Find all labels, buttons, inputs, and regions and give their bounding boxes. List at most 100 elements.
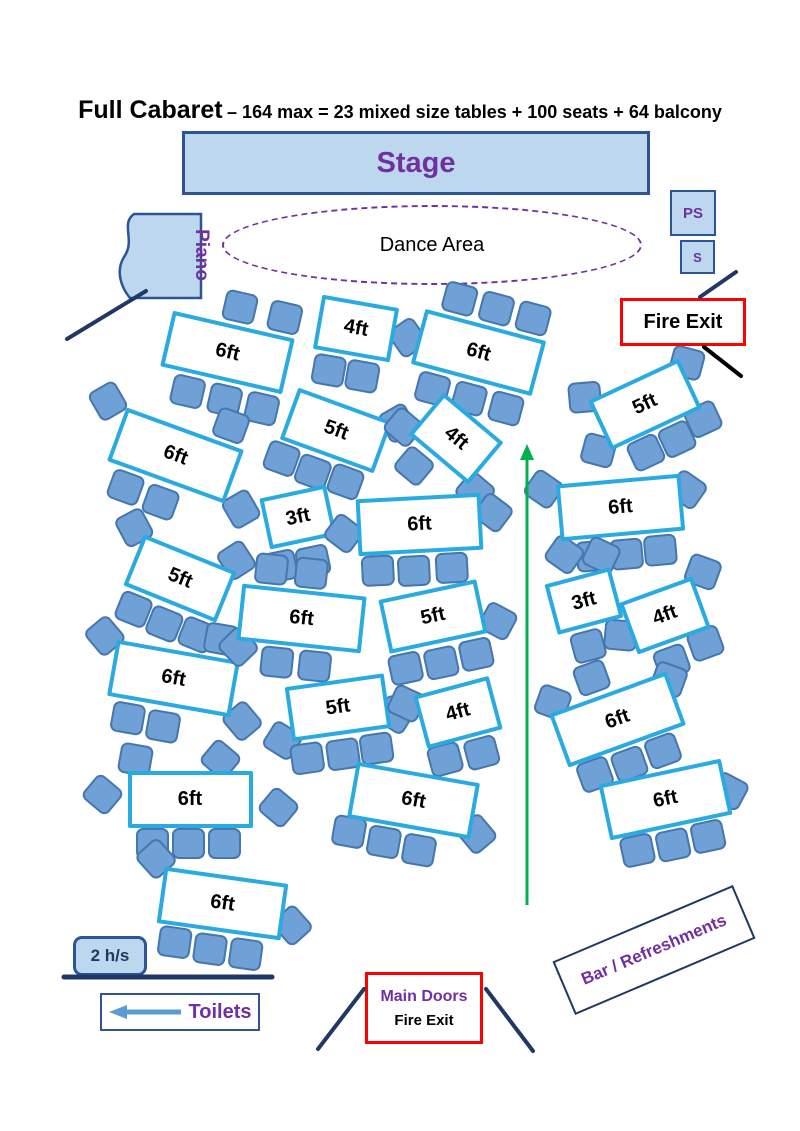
table-size-label: 5ft bbox=[320, 415, 352, 445]
chair bbox=[219, 287, 260, 326]
chair bbox=[364, 823, 403, 860]
chair bbox=[461, 733, 502, 772]
title-detail: – 164 max = 23 mixed size tables + 100 s… bbox=[227, 102, 722, 122]
table-group-3ft: 3ft bbox=[544, 534, 638, 665]
chair bbox=[191, 931, 229, 967]
main-doors-box: Main Doors Fire Exit bbox=[365, 972, 483, 1044]
table-size-label: 6ft bbox=[212, 338, 242, 365]
chair bbox=[264, 298, 304, 336]
chair bbox=[485, 388, 526, 428]
chair bbox=[357, 730, 395, 766]
chair bbox=[258, 644, 295, 679]
chair bbox=[399, 831, 438, 868]
table-size-label: 5ft bbox=[324, 693, 352, 720]
chair bbox=[439, 279, 480, 318]
table-group-6ft: 6ft bbox=[410, 279, 553, 428]
table-group-5ft: 5ft bbox=[111, 505, 258, 655]
table-size-label: 6ft bbox=[406, 511, 432, 536]
chair bbox=[421, 643, 461, 681]
chair bbox=[167, 372, 207, 410]
chair bbox=[296, 648, 333, 683]
chair bbox=[79, 771, 125, 817]
table-size-label: 6ft bbox=[208, 889, 236, 916]
table-group-6ft: 6ft bbox=[79, 736, 301, 859]
table-surface: 6ft bbox=[355, 492, 483, 556]
table-group-5ft: 5ft bbox=[378, 578, 520, 687]
chair bbox=[360, 553, 395, 587]
toilets-box: Toilets bbox=[100, 993, 260, 1031]
stage-label: Stage bbox=[376, 146, 456, 179]
speaker-s-label: S bbox=[693, 249, 702, 265]
table-group-6ft: 6ft bbox=[85, 378, 263, 531]
handicap-spaces-label: 2 h/s bbox=[90, 946, 130, 965]
speaker-s-box: S bbox=[680, 240, 715, 274]
table-group-6ft: 6ft bbox=[215, 551, 367, 683]
chair bbox=[567, 626, 608, 665]
table-size-label: 5ft bbox=[164, 562, 196, 593]
page-title: Full Cabaret – 164 max = 23 mixed size t… bbox=[0, 96, 800, 125]
chair bbox=[143, 707, 182, 745]
table-surface: 4ft bbox=[312, 294, 400, 362]
chair bbox=[434, 551, 469, 584]
table-size-label: 5ft bbox=[629, 388, 661, 419]
chair bbox=[155, 924, 193, 960]
table-size-label: 3ft bbox=[283, 503, 313, 530]
table-surface: 5ft bbox=[284, 672, 392, 742]
table-size-label: 6ft bbox=[177, 787, 203, 810]
toilets-label: Toilets bbox=[188, 1000, 252, 1023]
table-group-6ft: 6ft bbox=[329, 761, 499, 868]
table-group-4ft: 4ft bbox=[384, 675, 503, 779]
table-surface: 6ft bbox=[555, 473, 685, 541]
handicap-spaces-box: 2 h/s bbox=[73, 936, 147, 976]
table-size-label: 6ft bbox=[287, 605, 315, 630]
stage-area: Stage bbox=[182, 131, 650, 195]
chair bbox=[207, 827, 241, 859]
table-group-6ft: 6ft bbox=[531, 657, 690, 795]
chair bbox=[255, 784, 301, 830]
chair bbox=[385, 649, 425, 687]
table-size-label: 6ft bbox=[463, 337, 493, 366]
table-size-label: 4ft bbox=[649, 600, 681, 630]
table-size-label: 6ft bbox=[159, 664, 188, 691]
table-size-label: 5ft bbox=[418, 602, 448, 629]
chair bbox=[342, 357, 381, 394]
dance-area: Dance Area bbox=[222, 205, 642, 285]
table-size-label: 4ft bbox=[342, 314, 371, 341]
chair bbox=[396, 554, 431, 587]
chair bbox=[642, 532, 678, 567]
chair bbox=[309, 351, 348, 388]
speaker-ps-label: PS bbox=[682, 204, 703, 222]
table-size-label: 6ft bbox=[601, 704, 633, 734]
table-group-4ft: 4ft bbox=[309, 294, 430, 394]
table-size-label: 3ft bbox=[569, 586, 599, 615]
table-group-4ft: 4ft bbox=[618, 551, 726, 682]
table-size-label: 4ft bbox=[443, 697, 473, 726]
fire-exit-top-label: Fire Exit bbox=[643, 310, 723, 333]
chair bbox=[476, 288, 516, 328]
table-group-5ft: 5ft bbox=[260, 387, 419, 502]
toilets-arrow-icon bbox=[108, 1005, 181, 1019]
chair bbox=[288, 740, 326, 776]
table-group-5ft: 5ft bbox=[566, 343, 725, 474]
table-group-5ft: 5ft bbox=[259, 672, 417, 776]
table-group-6ft: 6ft bbox=[133, 835, 315, 972]
table-size-label: 6ft bbox=[606, 494, 634, 519]
table-size-label: 6ft bbox=[399, 786, 428, 813]
chair bbox=[570, 657, 612, 698]
speaker-ps-box: PS bbox=[670, 190, 716, 236]
table-group-6ft: 6ft bbox=[520, 466, 710, 577]
chair bbox=[456, 635, 496, 673]
chair bbox=[512, 298, 553, 338]
table-surface: 6ft bbox=[235, 583, 367, 653]
table-size-label: 6ft bbox=[650, 785, 680, 812]
chair bbox=[226, 936, 264, 972]
chair bbox=[688, 817, 727, 855]
title-main: Full Cabaret bbox=[78, 96, 223, 124]
table-group-3ft: 3ft bbox=[259, 484, 337, 585]
fire-exit-top: Fire Exit bbox=[620, 298, 746, 346]
table-size-label: 6ft bbox=[159, 440, 191, 470]
chair bbox=[292, 555, 329, 590]
dance-area-label: Dance Area bbox=[379, 233, 485, 256]
